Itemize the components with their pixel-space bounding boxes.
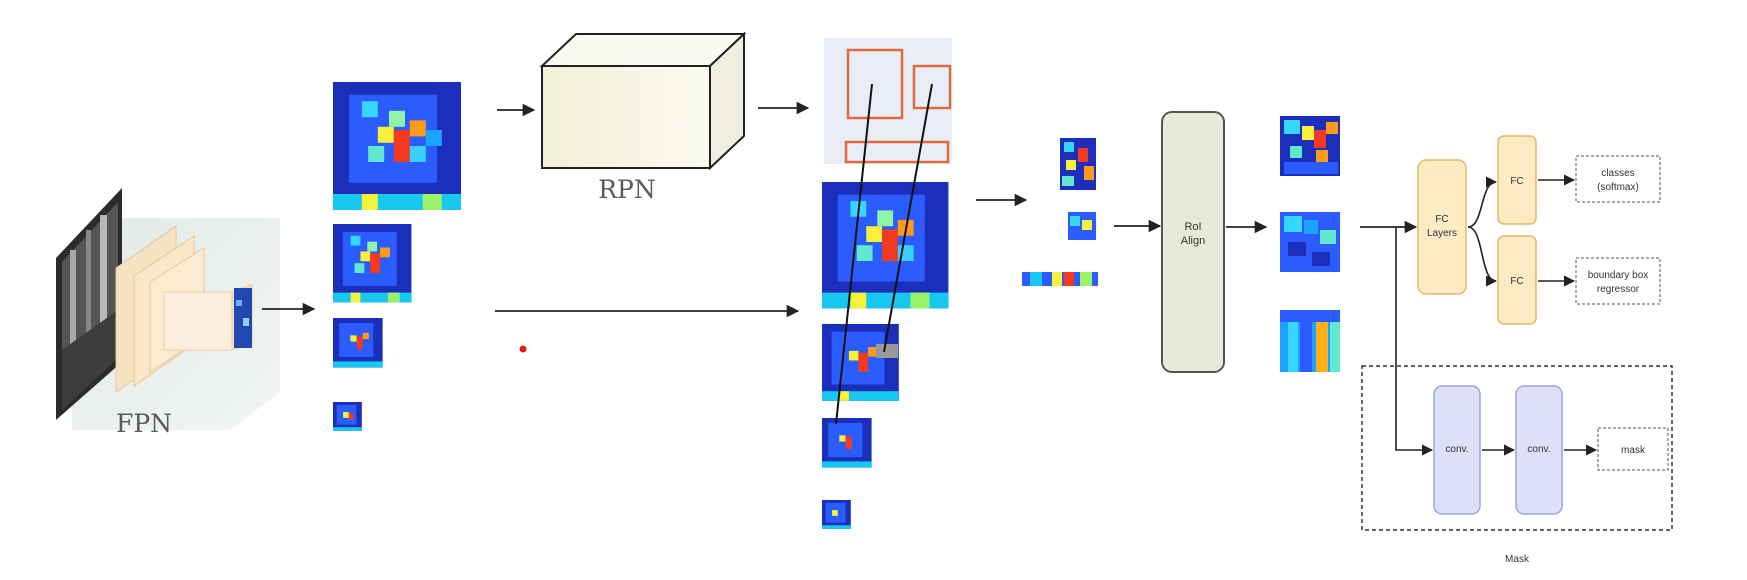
fc-branch-bottom	[1467, 226, 1498, 287]
fc-bottom-label: FC	[1510, 276, 1523, 287]
fc-top-label: FC	[1510, 176, 1523, 187]
bbox-output: boundary box regressor	[1575, 257, 1661, 305]
roi-align-label-1: RoI	[1184, 221, 1201, 233]
heatmap	[822, 324, 899, 401]
pooled-map	[1280, 212, 1340, 272]
conv1-block	[1433, 385, 1481, 515]
conv1-label: conv.	[1445, 444, 1468, 455]
classes-label-2: (softmax)	[1597, 182, 1639, 193]
roi-align-label-2: Align	[1181, 235, 1205, 247]
feature-maps	[333, 82, 461, 431]
roi-patch	[876, 344, 898, 358]
projected-feature-maps	[822, 83, 949, 529]
fpn-label: FPN	[116, 409, 172, 438]
mask-group-label: Mask	[1505, 554, 1530, 565]
heatmap	[822, 182, 949, 309]
heatmap	[333, 318, 383, 368]
roi-align-block: RoI Align	[1161, 111, 1225, 373]
projection-line	[883, 83, 933, 353]
pointer-dot	[519, 345, 527, 353]
fc-layers-block: FC Layers	[1417, 159, 1467, 295]
roi-crop	[1068, 212, 1096, 240]
conv2-label: conv.	[1527, 444, 1550, 455]
fpn-pyramid	[115, 225, 253, 393]
rpn-box: RPN	[539, 31, 747, 204]
mask-group-border	[1361, 365, 1673, 531]
heatmap	[333, 82, 461, 210]
classes-output: classes (softmax)	[1575, 155, 1661, 203]
pooled-map	[1280, 116, 1340, 176]
mask-output-box	[1597, 427, 1669, 471]
bbox-label-1: boundary box	[1588, 270, 1649, 281]
cropped-rois	[1022, 138, 1098, 286]
fc-layers-label-2: Layers	[1427, 228, 1457, 239]
pooled-map	[1280, 310, 1340, 372]
head-branch-lines	[1360, 220, 1434, 456]
roi-crop	[1022, 272, 1098, 286]
fc-branch-top	[1467, 176, 1498, 228]
heatmap	[333, 224, 412, 303]
heatmap	[333, 402, 362, 431]
fc-top-block: FC	[1497, 135, 1537, 225]
fc-bottom-block: FC	[1497, 235, 1537, 325]
conv2-block	[1515, 385, 1563, 515]
mask-branch: conv. conv. mask Mask	[1361, 365, 1673, 565]
projection-line	[835, 83, 873, 425]
mask-output-label: mask	[1621, 445, 1646, 456]
proposals-image	[824, 38, 952, 164]
heatmap	[822, 500, 851, 529]
pooled-feature-maps	[1280, 116, 1340, 372]
classes-label-1: classes	[1601, 168, 1634, 179]
bbox-label-2: regressor	[1597, 284, 1640, 295]
rpn-label: RPN	[598, 175, 656, 204]
roi-crop	[1060, 138, 1096, 190]
heatmap	[822, 418, 872, 468]
fc-layers-label-1: FC	[1435, 214, 1448, 225]
fpn-block: FPN	[56, 188, 280, 438]
input-image	[56, 188, 122, 420]
